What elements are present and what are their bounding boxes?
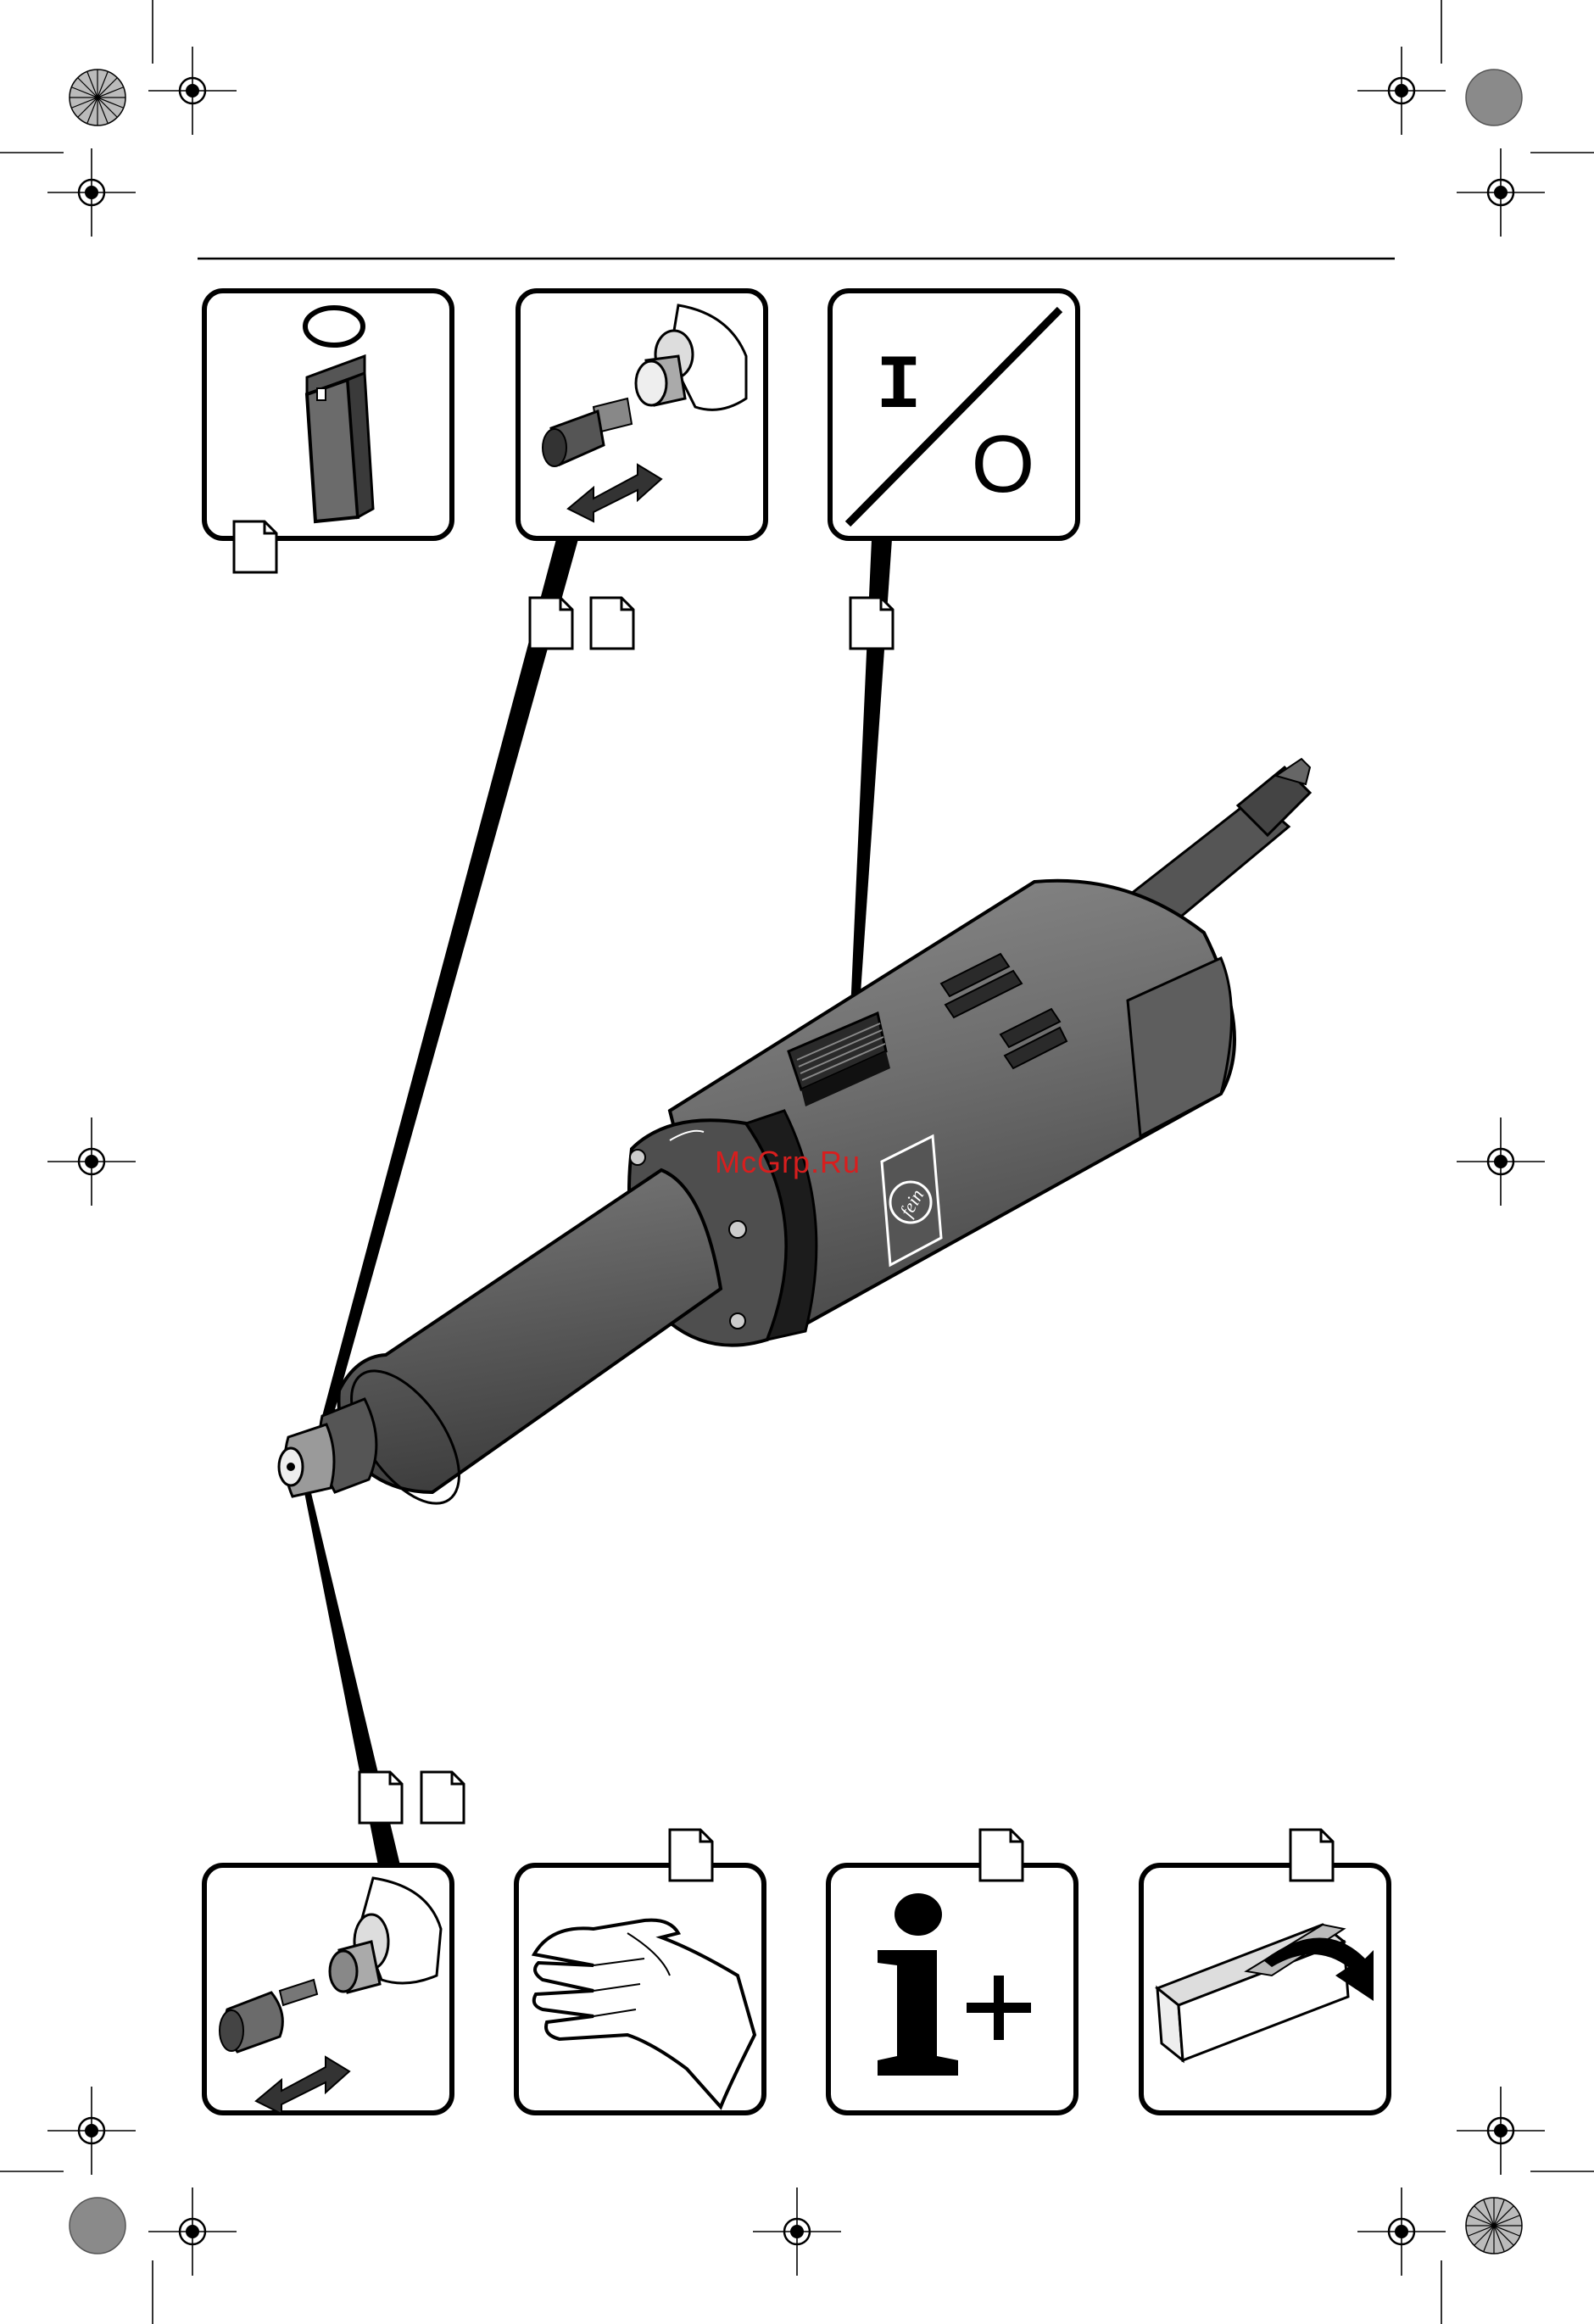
gray-target-top-right: [1466, 70, 1522, 125]
panel-information: [828, 1830, 1076, 2113]
off-symbol: O: [972, 419, 1035, 510]
panel-hand-protection: [516, 1830, 764, 2113]
watermark-text: McGrp.Ru: [715, 1145, 861, 1180]
straight-grinder-illustration: fein: [279, 759, 1310, 1522]
panel-keys: [204, 291, 452, 572]
on-symbol: I: [876, 344, 922, 431]
gray-target-bottom-left: [70, 2198, 125, 2254]
panel-tool-insert: [204, 1772, 464, 2114]
starburst-target-top-left: [70, 70, 125, 125]
panel-on-off-switch: I O: [830, 291, 1078, 649]
panel-packaging: [1141, 1830, 1389, 2113]
starburst-target-bottom-right: [1466, 2198, 1522, 2254]
